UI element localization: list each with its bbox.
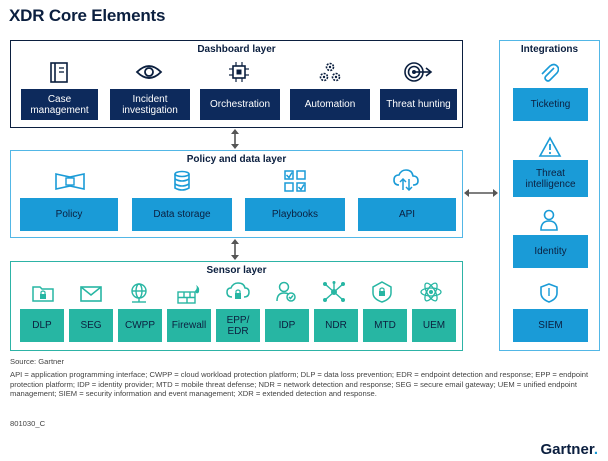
diagram-title: XDR Core Elements <box>9 6 166 25</box>
cwpp-box: CWPP <box>118 309 162 342</box>
api-box: API <box>358 198 456 231</box>
shield-lock-icon <box>371 281 393 303</box>
atom-icon <box>419 281 443 303</box>
cloud-lock-icon <box>226 282 250 302</box>
dashboard-layer-title: Dashboard layer <box>197 44 276 55</box>
network-nodes-icon <box>322 281 346 303</box>
envelope-icon <box>80 286 102 302</box>
network-globe-icon <box>128 282 150 304</box>
firewall-icon <box>177 284 201 304</box>
siem-box: SIEM <box>513 309 588 342</box>
seg-box: SEG <box>69 309 113 342</box>
dashboard-policy-connector <box>229 128 241 150</box>
eye-icon <box>135 63 163 81</box>
policy-sensor-connector <box>229 238 241 261</box>
checklist-icon <box>284 170 306 192</box>
target-icon <box>403 61 433 83</box>
gartner-logo-text: Gartner <box>540 441 594 458</box>
chip-icon <box>228 61 250 83</box>
book-icon <box>54 171 86 191</box>
clipboard-icon <box>48 61 72 83</box>
definitions-note: API = application programming interface;… <box>10 370 589 399</box>
integrations-connector <box>463 187 499 199</box>
gears-icon <box>318 60 342 84</box>
epp-edr-box: EPP/ EDR <box>216 309 260 342</box>
mtd-box: MTD <box>363 309 407 342</box>
dlp-box: DLP <box>20 309 64 342</box>
playbooks-box: Playbooks <box>245 198 345 231</box>
threat-hunting-box: Threat hunting <box>380 89 457 120</box>
policy-box: Policy <box>20 198 118 231</box>
ticketing-box: Ticketing <box>513 88 588 121</box>
integrations-title: Integrations <box>520 44 579 55</box>
integrations-panel: Integrations <box>499 40 600 351</box>
data-storage-box: Data storage <box>132 198 232 231</box>
ndr-box: NDR <box>314 309 358 342</box>
threat-intelligence-box: Threat intelligence <box>513 160 588 197</box>
sensor-layer: Sensor layer <box>10 261 463 351</box>
case-management-box: Case management <box>21 89 98 120</box>
automation-box: Automation <box>290 89 370 120</box>
sensor-layer-title: Sensor layer <box>206 265 267 276</box>
identity-box: Identity <box>513 235 588 268</box>
orchestration-box: Orchestration <box>200 89 280 120</box>
firewall-box: Firewall <box>167 309 211 342</box>
figure-code: 801030_C <box>10 419 46 428</box>
source-note: Source: Gartner <box>10 357 65 366</box>
user-check-icon <box>276 281 296 303</box>
policy-data-layer: Policy and data layer <box>10 150 463 238</box>
gartner-logo: Gartner. <box>540 441 598 458</box>
cloud-sync-icon <box>393 169 419 191</box>
paperclip-icon <box>539 62 559 84</box>
idp-box: IDP <box>265 309 309 342</box>
uem-box: UEM <box>412 309 456 342</box>
policy-layer-title: Policy and data layer <box>186 154 287 165</box>
user-icon <box>539 209 559 231</box>
incident-investigation-box: Incident investigation <box>110 89 190 120</box>
database-icon <box>172 170 192 192</box>
warning-icon <box>538 136 562 158</box>
lock-folder-icon <box>32 284 54 302</box>
dashboard-layer: Dashboard layer <box>10 40 463 128</box>
shield-icon <box>540 283 558 303</box>
